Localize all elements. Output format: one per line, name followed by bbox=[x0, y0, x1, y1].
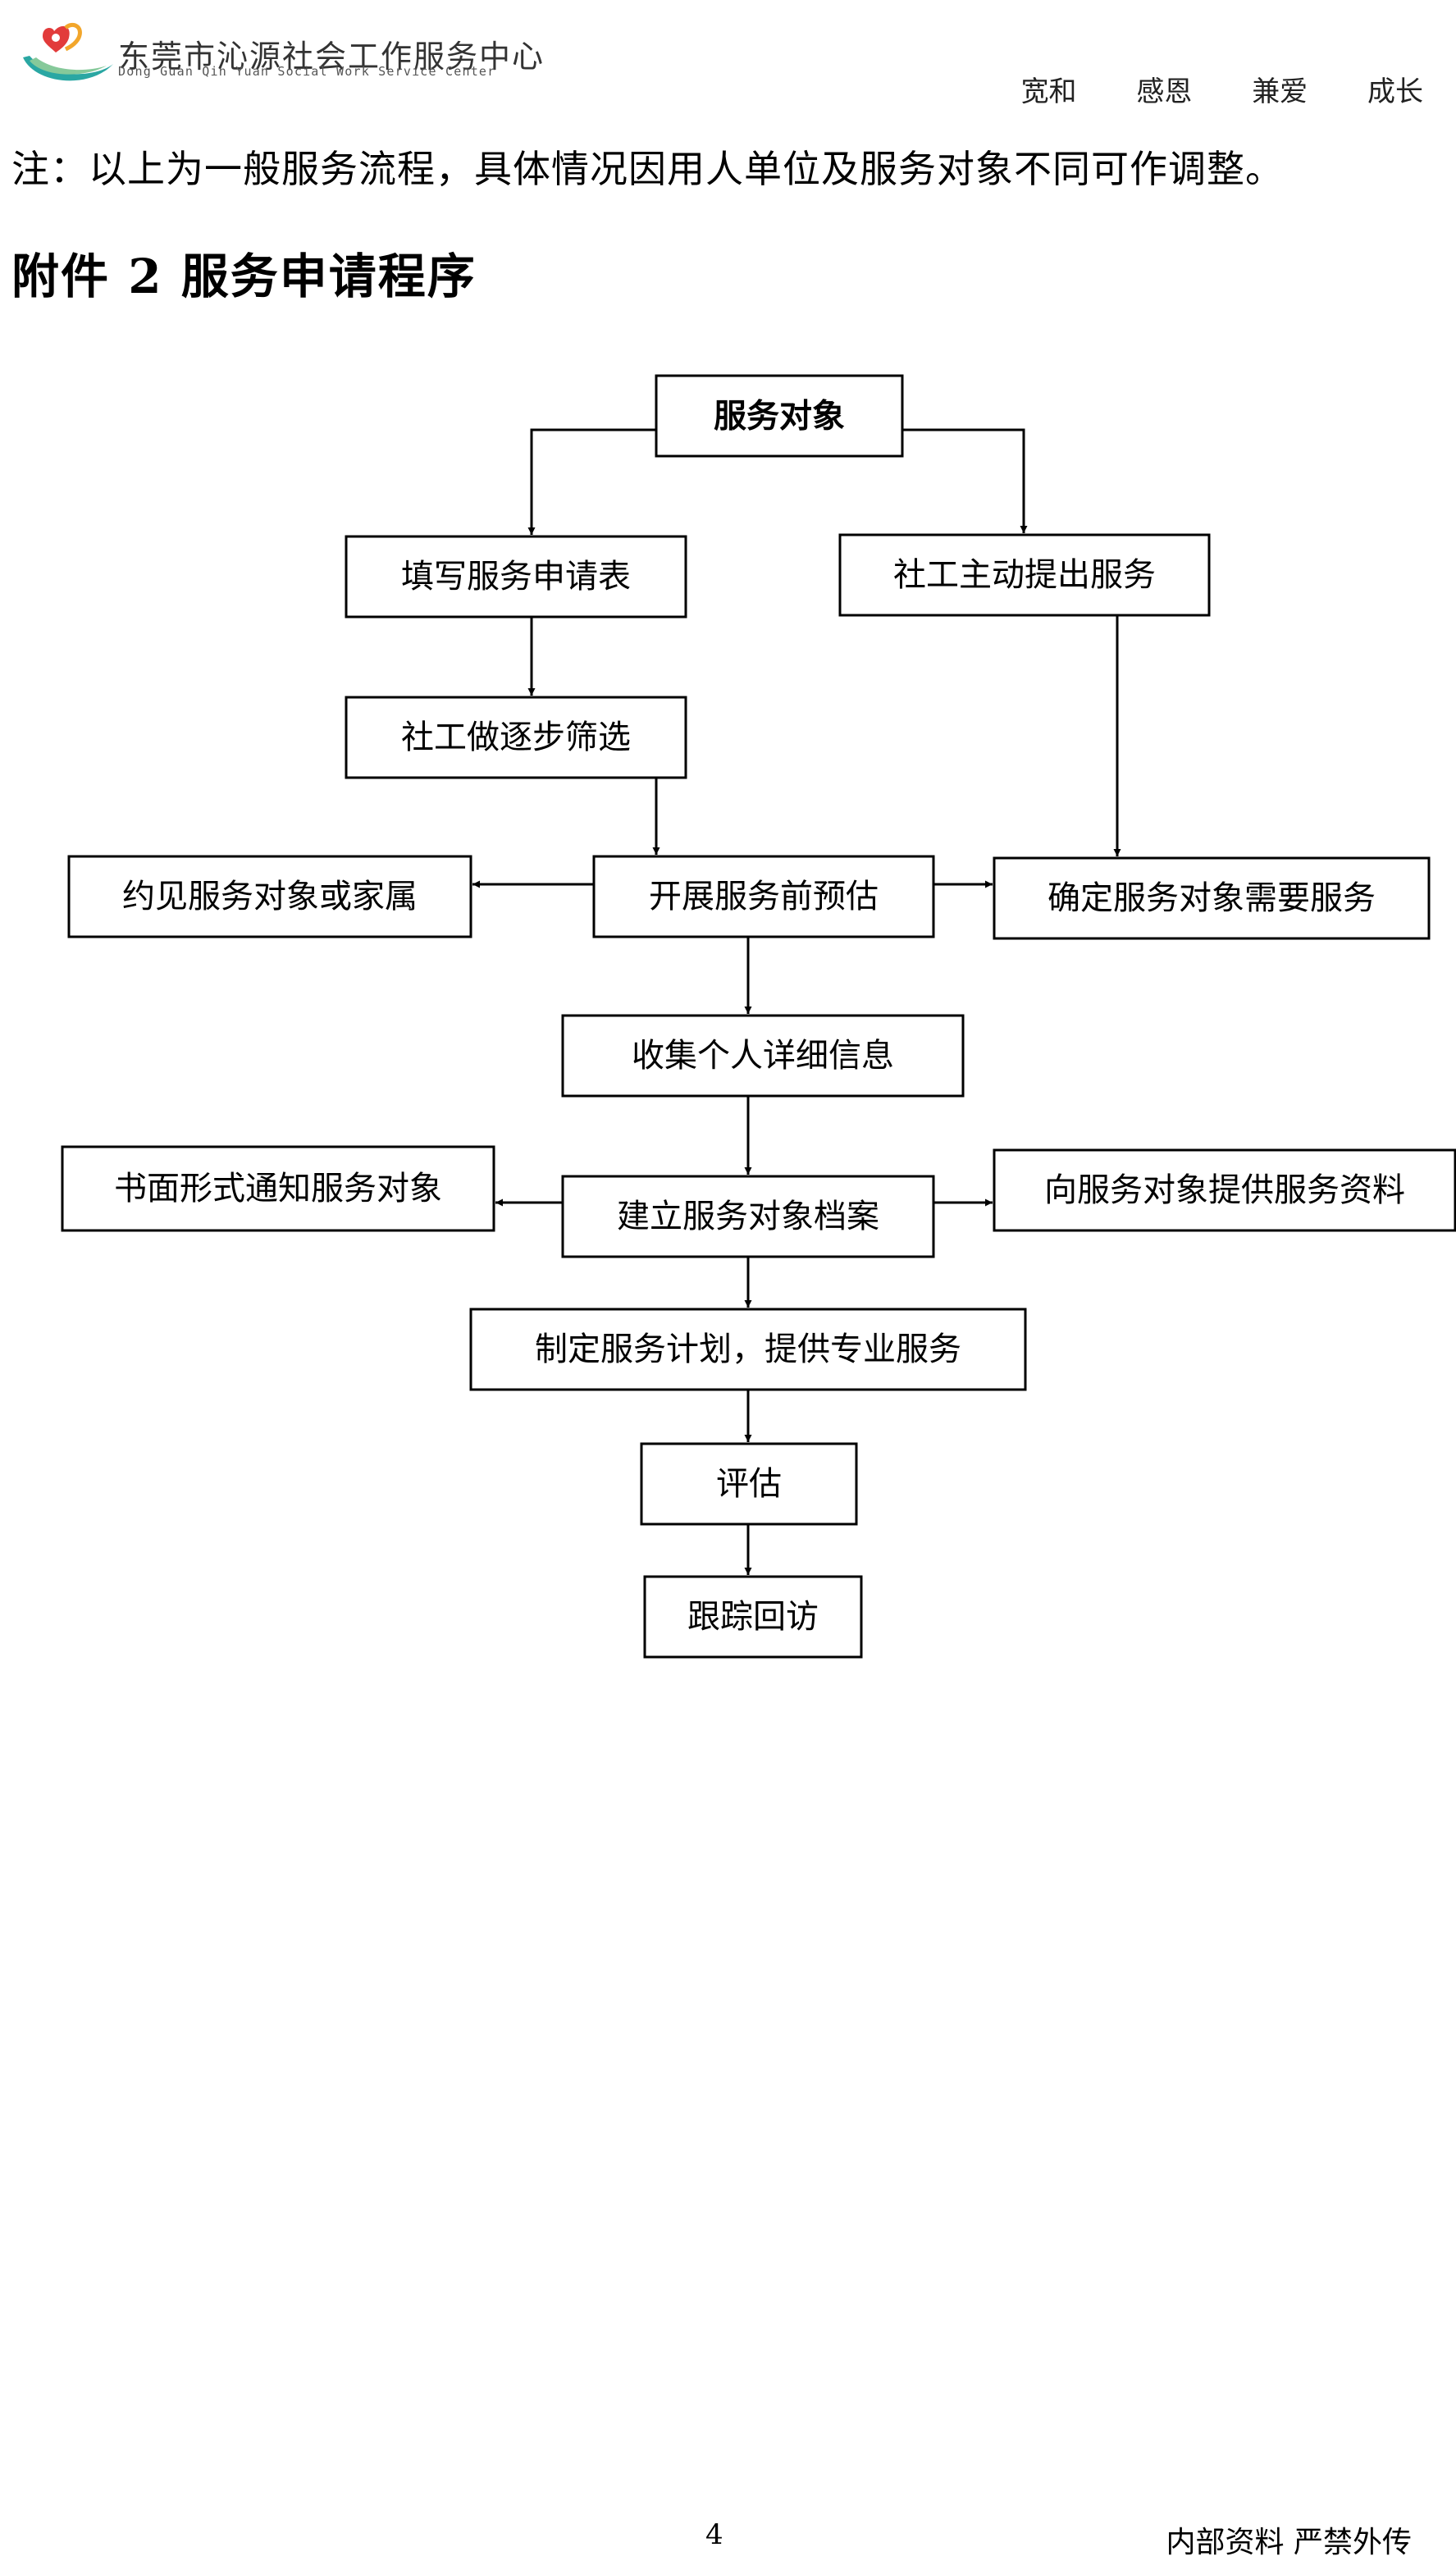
page-header: 东莞市沁源社会工作服务中心 Dong Guan Qin Yuan Social … bbox=[0, 0, 1456, 115]
flow-node-file: 建立服务对象档案 bbox=[561, 1175, 935, 1258]
flow-node-plan: 制定服务计划，提供专业服务 bbox=[469, 1308, 1027, 1391]
flow-node-fill-form: 填写服务申请表 bbox=[345, 535, 687, 619]
flow-node-box bbox=[655, 374, 904, 458]
flow-node-collect: 收集个人详细信息 bbox=[561, 1014, 965, 1098]
flow-node-label: 向服务对象提供服务资料 bbox=[1044, 1171, 1405, 1209]
org-name: 东莞市沁源社会工作服务中心 bbox=[118, 39, 545, 75]
flow-node-box bbox=[561, 1175, 935, 1258]
flow-node-box bbox=[561, 1014, 965, 1098]
flow-node-label: 社工做逐步筛选 bbox=[401, 719, 631, 756]
flow-node-box bbox=[640, 1442, 858, 1526]
flow-node-box bbox=[993, 1148, 1456, 1232]
page-number: 4 bbox=[705, 2518, 723, 2551]
motto-item: 成长 bbox=[1367, 75, 1423, 108]
flow-node-label: 确定服务对象需要服务 bbox=[1047, 879, 1376, 917]
flow-node-label: 制定服务计划，提供专业服务 bbox=[535, 1331, 961, 1368]
motto-item: 宽和 bbox=[1020, 75, 1077, 108]
flow-node-label: 服务对象 bbox=[714, 397, 845, 436]
flow-node-box bbox=[61, 1145, 495, 1232]
process-note: 注：以上为一般服务流程，具体情况因用人单位及服务对象不同可作调整。 bbox=[11, 147, 1284, 191]
flow-node-box bbox=[993, 856, 1431, 940]
flow-node-follow-up: 跟踪回访 bbox=[643, 1575, 863, 1659]
flow-node-box bbox=[643, 1575, 863, 1659]
motto-item: 兼爱 bbox=[1252, 75, 1308, 108]
flow-node-label: 收集个人详细信息 bbox=[632, 1037, 894, 1075]
flow-node-box bbox=[838, 533, 1211, 617]
flow-node-box bbox=[67, 855, 472, 938]
motto-item: 感恩 bbox=[1136, 75, 1193, 108]
flow-node-label: 评估 bbox=[716, 1465, 782, 1503]
org-logo-icon bbox=[23, 23, 113, 81]
flow-node-label: 书面形式通知服务对象 bbox=[114, 1170, 442, 1207]
flow-node-pre-assess: 开展服务前预估 bbox=[592, 855, 935, 938]
confidential-notice: 内部资料 严禁外传 bbox=[1166, 2526, 1412, 2559]
flow-node-label: 社工主动提出服务 bbox=[893, 556, 1156, 594]
flow-arrow-client-to-sw_offer bbox=[902, 428, 1028, 533]
flow-node-box bbox=[345, 535, 687, 619]
flow-node-label: 跟踪回访 bbox=[687, 1598, 819, 1636]
flow-node-label: 填写服务申请表 bbox=[401, 558, 631, 596]
org-name-english: Dong Guan Qin Yuan Social Work Service C… bbox=[118, 64, 496, 79]
motto-list: 宽和 感恩 兼爱 成长 bbox=[970, 69, 1423, 109]
flow-node-notify: 书面形式通知服务对象 bbox=[61, 1145, 495, 1232]
flow-node-label: 约见服务对象或家属 bbox=[122, 878, 418, 915]
flow-node-label: 建立服务对象档案 bbox=[617, 1198, 879, 1235]
flow-node-screen: 社工做逐步筛选 bbox=[345, 696, 687, 779]
section-title: 附件 2 服务申请程序 bbox=[11, 249, 477, 304]
flow-arrow-client-to-fill_form bbox=[527, 428, 656, 535]
flow-node-client: 服务对象 bbox=[655, 374, 904, 458]
flow-node-sw-offer: 社工主动提出服务 bbox=[838, 533, 1211, 617]
flow-node-evaluate: 评估 bbox=[640, 1442, 858, 1526]
flow-node-label: 开展服务前预估 bbox=[649, 878, 879, 915]
flowchart-edges bbox=[472, 428, 1121, 1575]
flow-node-box bbox=[469, 1308, 1027, 1391]
flow-node-box bbox=[592, 855, 935, 938]
flow-node-provide-info: 向服务对象提供服务资料 bbox=[993, 1148, 1456, 1232]
flow-node-confirm-need: 确定服务对象需要服务 bbox=[993, 856, 1431, 940]
flow-node-box bbox=[345, 696, 687, 779]
flow-node-meet: 约见服务对象或家属 bbox=[67, 855, 472, 938]
